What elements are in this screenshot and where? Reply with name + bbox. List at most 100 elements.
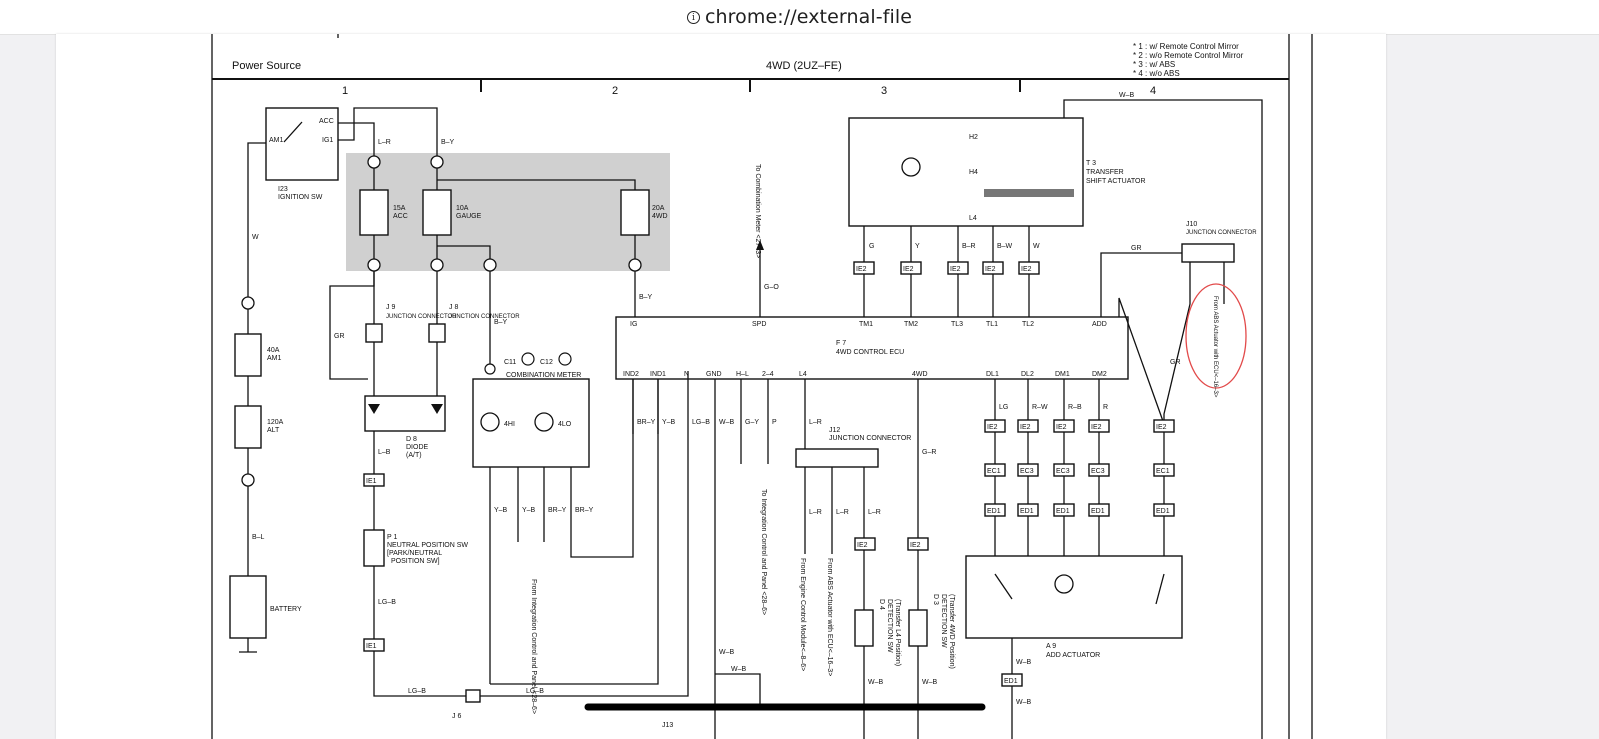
detection-sw-d4 bbox=[854, 609, 874, 647]
junction-connector-j6 bbox=[465, 689, 481, 703]
wire-label-lg-b: LG–B bbox=[408, 688, 426, 695]
diode-name: DIODE bbox=[406, 444, 429, 451]
add-actuator-name: ADD ACTUATOR bbox=[1046, 652, 1100, 659]
d3-line2: (Transfer 4WD Position) bbox=[948, 594, 955, 669]
d4-line2: (Transfer L4 Position) bbox=[894, 599, 901, 666]
wire-label-w: W bbox=[252, 234, 259, 241]
ecu-pin-tl3: TL3 bbox=[951, 321, 963, 328]
connector-ec1-label: EC1 bbox=[987, 468, 1001, 475]
indicator-4hi-icon bbox=[480, 412, 500, 432]
diode-sub: (A/T) bbox=[406, 452, 422, 459]
column-3: 3 bbox=[881, 85, 887, 97]
connector-1i bbox=[367, 155, 381, 169]
ecu-pin-2-4: 2–4 bbox=[762, 371, 774, 378]
connector-ie1-label: IE1 bbox=[366, 478, 377, 485]
j10-name: JUNCTION CONNECTOR bbox=[1186, 230, 1257, 236]
connector-1j bbox=[628, 258, 642, 272]
fuse-acc-name: ACC bbox=[393, 213, 408, 220]
wire-label-p: P bbox=[772, 419, 777, 426]
connector-ed1-label: ED1 bbox=[987, 508, 1001, 515]
wire-w-b bbox=[715, 673, 761, 709]
wire-label-w-b: W–B bbox=[1119, 92, 1135, 99]
j13-id: J13 bbox=[662, 722, 673, 729]
connector-ie2-label: IE2 bbox=[1021, 266, 1032, 273]
connector-ie2-label: IE2 bbox=[1056, 424, 1067, 431]
note-engine-control: From Engine Control Module<–8–6> bbox=[799, 558, 806, 671]
note-combination-meter: To Combination Meter <27–3> bbox=[754, 164, 761, 258]
ignition-sw-name: IGNITION SW bbox=[278, 194, 323, 201]
connector-ed1-label: ED1 bbox=[1156, 508, 1170, 515]
d3-id: D 3 bbox=[932, 594, 939, 605]
connector-ed1 bbox=[1088, 503, 1110, 517]
wire-label-w-b: W–B bbox=[1016, 659, 1032, 666]
browser-address-bar: i chrome://external-file bbox=[0, 0, 1599, 35]
connector-2 bbox=[241, 296, 255, 310]
add-actuator-id: A 9 bbox=[1046, 643, 1056, 650]
wire-label-y: Y bbox=[915, 243, 920, 250]
column-1: 1 bbox=[342, 85, 348, 97]
wire-gr bbox=[1163, 262, 1191, 424]
connector-ie1-label: IE1 bbox=[366, 643, 377, 650]
wire-label-w-b: W–B bbox=[1016, 699, 1032, 706]
wire-label-l-r: L–R bbox=[809, 509, 822, 516]
document-page: Power Source 4WD (2UZ–FE) * 1 : w/ Remot… bbox=[56, 34, 1386, 739]
connector-c11 bbox=[521, 352, 535, 366]
connector-1g bbox=[367, 258, 381, 272]
ecu-pin-tm2: TM2 bbox=[904, 321, 918, 328]
actuator-line1: TRANSFER bbox=[1086, 169, 1124, 176]
indicator-4hi: 4HI bbox=[504, 421, 515, 428]
fuse-am1-name: AM1 bbox=[267, 355, 282, 362]
connector-c12 bbox=[558, 352, 572, 366]
c11-label: C11 bbox=[504, 359, 516, 366]
fuse-gauge-name: GAUGE bbox=[456, 213, 482, 220]
actuator-h4: H4 bbox=[969, 169, 978, 176]
wire-label-r: R bbox=[1103, 404, 1108, 411]
transfer-shift-actuator bbox=[848, 117, 1084, 227]
connector-2 bbox=[241, 473, 255, 487]
fuse-am1-rating: 40A bbox=[267, 347, 280, 354]
note-abs-mid: From ABS Actuator with ECU<–16–3> bbox=[826, 558, 833, 676]
ecu-pin-dl1: DL1 bbox=[986, 371, 999, 378]
indicator-4lo: 4LO bbox=[558, 421, 572, 428]
fuse-4wd-rating: 20A bbox=[652, 205, 665, 212]
actuator-shaft bbox=[984, 189, 1074, 197]
indicator-4lo-icon bbox=[534, 412, 554, 432]
diode-icon bbox=[431, 404, 443, 414]
connector-ec3-label: EC3 bbox=[1091, 468, 1105, 475]
connector-ie2 bbox=[900, 261, 922, 275]
column-4: 4 bbox=[1150, 85, 1156, 97]
wire-label-lg-b: LG–B bbox=[692, 419, 710, 426]
wire-label-b-l: B–L bbox=[252, 534, 265, 541]
fuse-gauge bbox=[422, 189, 452, 236]
wire-label-w-b: W–B bbox=[922, 679, 938, 686]
connector-ie2 bbox=[853, 261, 875, 275]
ecu-pin-ig: IG bbox=[630, 321, 637, 328]
note-2: * 2 : w/o Remote Control Mirror bbox=[1133, 51, 1244, 60]
junction-connector-j10 bbox=[1181, 243, 1235, 263]
ecu-name: 4WD CONTROL ECU bbox=[836, 349, 904, 356]
connector-ec3-label: EC3 bbox=[1020, 468, 1034, 475]
wire-label-br-y: BR–Y bbox=[575, 507, 594, 514]
connector-ed1-label: ED1 bbox=[1056, 508, 1070, 515]
ecu-pin-gnd: GND bbox=[706, 371, 722, 378]
wire-label-br-y: BR–Y bbox=[637, 419, 656, 426]
note-integration-right: To Integration Control and Panel <28–6> bbox=[760, 489, 767, 615]
actuator-l4: L4 bbox=[969, 215, 977, 222]
info-icon[interactable]: i bbox=[686, 10, 700, 24]
wire-label-gr: GR bbox=[1170, 359, 1181, 366]
actuator-line2: SHIFT ACTUATOR bbox=[1086, 178, 1146, 185]
ecu-pin-ind1: IND1 bbox=[650, 371, 666, 378]
connector-ed1 bbox=[1017, 503, 1039, 517]
pin-am1: AM1 bbox=[269, 137, 284, 144]
battery-label: BATTERY bbox=[270, 606, 302, 613]
junction-connector-j9 bbox=[365, 323, 383, 343]
diagram-title: 4WD (2UZ–FE) bbox=[766, 60, 842, 72]
wire-label-g-y: G–Y bbox=[745, 419, 759, 426]
wire-label-g-r: G–R bbox=[922, 449, 936, 456]
fuse-4wd-name: 4WD bbox=[652, 213, 668, 220]
wire-w-b bbox=[1063, 99, 1263, 739]
actuator-h2: H2 bbox=[969, 134, 978, 141]
switch-icon bbox=[994, 573, 1013, 600]
connector-ed1-label: ED1 bbox=[1091, 508, 1105, 515]
diode-icon bbox=[368, 404, 380, 414]
